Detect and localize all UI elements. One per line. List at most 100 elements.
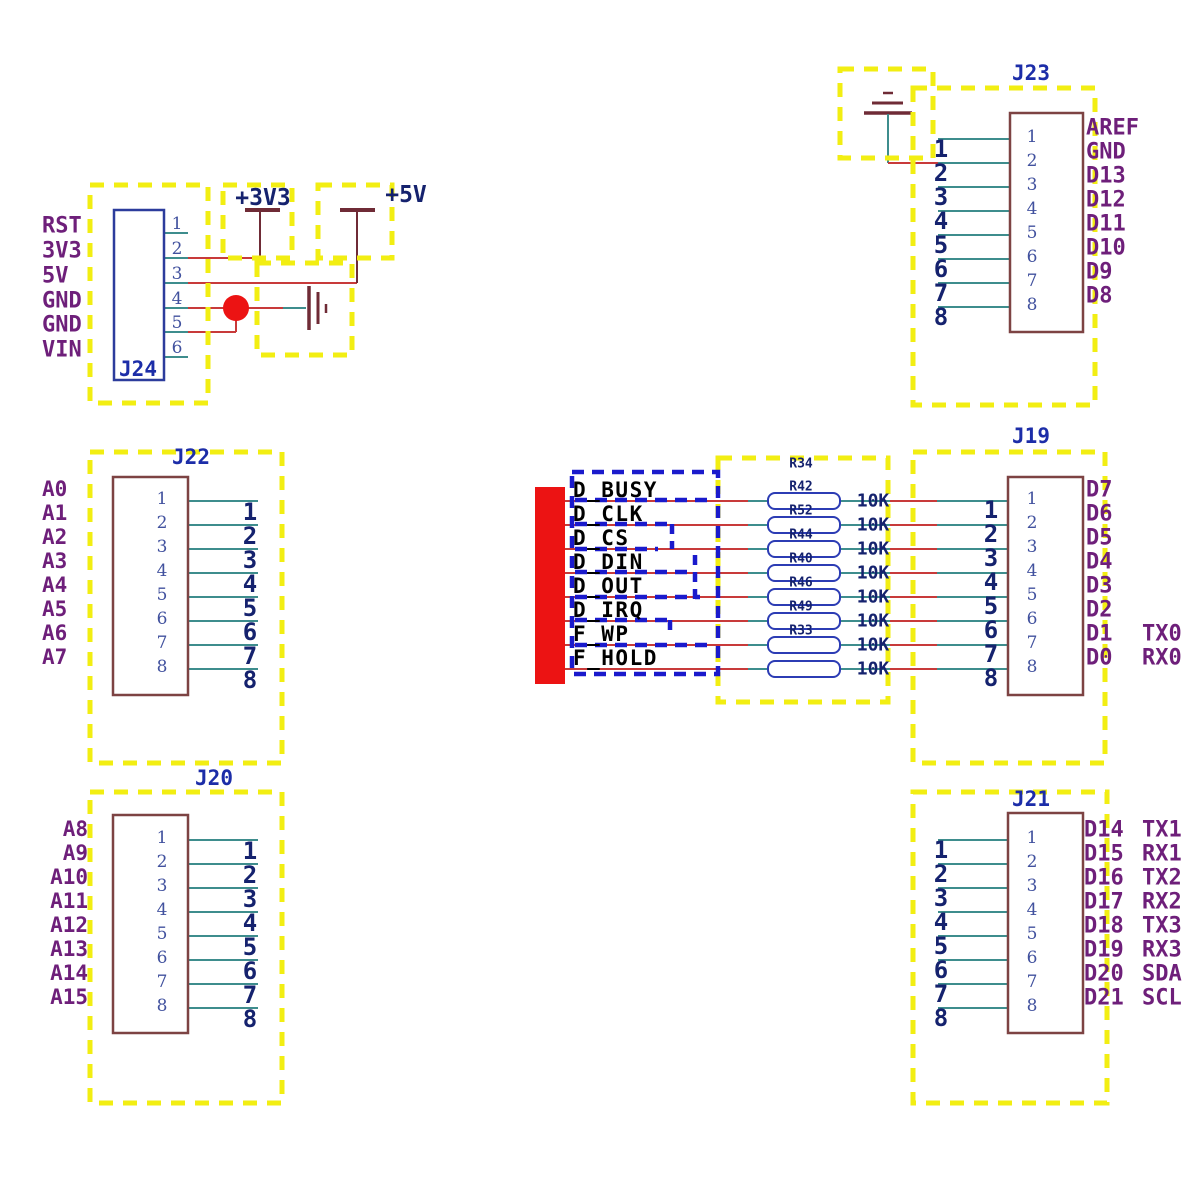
- j20-pin-number-outer-1: 1: [243, 837, 257, 865]
- signal-label-d-clk: D_CLK: [573, 502, 644, 526]
- j24-pin-number-inner-1: 1: [172, 214, 183, 234]
- junction-dot: [223, 295, 249, 321]
- j21-pin-number-inner-3: 3: [1027, 876, 1038, 896]
- j21-port-label-d18: D18: [1084, 914, 1124, 939]
- j24-pin-number-inner-2: 2: [172, 239, 183, 259]
- j24-port-label-gnd: GND: [42, 289, 82, 314]
- j22-pin-number-outer-5: 5: [243, 594, 257, 622]
- resistor-value-6: 10K: [857, 611, 890, 632]
- j23-pin-number-outer-4: 4: [934, 207, 948, 235]
- j23-pin-number-inner-2: 2: [1027, 151, 1038, 171]
- highlight-box-j20: [87, 789, 285, 1106]
- j23-port-label-gnd: GND: [1086, 140, 1126, 165]
- j22-port-label-a1: A1: [42, 501, 67, 525]
- resistor-designator-floating: R34: [789, 457, 813, 472]
- j23-pin-number-outer-2: 2: [934, 159, 948, 187]
- j24-port-label-5v: 5V: [42, 264, 69, 289]
- signal-label-f-hold: F_HOLD: [573, 646, 658, 670]
- j19-pin-number-inner-5: 5: [1027, 585, 1038, 605]
- j21-pin-number-outer-6: 6: [934, 956, 948, 984]
- j21-pin-number-outer-5: 5: [934, 932, 948, 960]
- j24-pin-number-inner-6: 6: [172, 338, 183, 358]
- j22-port-label-a4: A4: [42, 573, 67, 597]
- j20-pin-number-outer-6: 6: [243, 957, 257, 985]
- j19-port-label-d3: D3: [1086, 574, 1113, 599]
- j22-pin-number-outer-2: 2: [243, 522, 257, 550]
- highlight-box-j23: [910, 85, 1098, 408]
- j22-pin-number-outer-8: 8: [243, 666, 257, 694]
- resistor-r52: [767, 516, 841, 534]
- j19-pin-number-outer-2: 2: [984, 520, 998, 548]
- connector-j24-body: [112, 208, 166, 382]
- j23-port-label-d8: D8: [1086, 284, 1113, 309]
- j22-port-label-a0: A0: [42, 477, 67, 501]
- connector-j20-title: J20: [195, 766, 233, 790]
- j19-pin-number-outer-7: 7: [984, 640, 998, 668]
- j21-pin-number-inner-4: 4: [1027, 900, 1038, 920]
- j23-pin-number-outer-1: 1: [934, 135, 948, 163]
- j21-port-label-d16: D16: [1084, 866, 1124, 891]
- j22-port-label-a6: A6: [42, 621, 67, 645]
- j19-pin-number-inner-6: 6: [1027, 609, 1038, 629]
- j19-alt-label-rx0: RX0: [1142, 646, 1182, 671]
- signal-label-d-cs: D_CS: [573, 526, 630, 550]
- connector-j23-title: J23: [1012, 61, 1050, 85]
- j19-port-label-d0: D0: [1086, 646, 1113, 671]
- j21-alt-label-tx1: TX1: [1142, 818, 1182, 843]
- j20-port-label-a8: A8: [63, 817, 88, 841]
- j24-port-label-3v3: 3V3: [42, 239, 82, 264]
- j19-pin-number-outer-4: 4: [984, 568, 998, 596]
- resistor-designator-2: R52: [789, 504, 812, 519]
- j19-pin-number-inner-2: 2: [1027, 513, 1038, 533]
- j22-pin-number-outer-6: 6: [243, 618, 257, 646]
- j21-port-label-d21: D21: [1084, 986, 1124, 1011]
- j19-pin-number-outer-8: 8: [984, 664, 998, 692]
- j21-alt-label-scl: SCL: [1142, 986, 1182, 1011]
- j21-pin-number-outer-3: 3: [934, 884, 948, 912]
- resistor-r44: [767, 540, 841, 558]
- signal-label-f-wp: F_WP: [573, 622, 630, 646]
- j22-pin-number-inner-7: 7: [157, 633, 168, 653]
- j21-alt-label-rx3: RX3: [1142, 938, 1182, 963]
- j20-pin-number-outer-4: 4: [243, 909, 257, 937]
- j23-pin-number-inner-7: 7: [1027, 271, 1038, 291]
- j20-pin-number-outer-7: 7: [243, 981, 257, 1009]
- signal-label-d-out: D_OUT: [573, 574, 644, 598]
- resistor-designator-7: R33: [789, 624, 812, 639]
- j20-pin-number-inner-5: 5: [157, 924, 168, 944]
- j22-pin-number-inner-2: 2: [157, 513, 168, 533]
- j23-port-label-d12: D12: [1086, 188, 1126, 213]
- resistor-designator-5: R46: [789, 576, 813, 591]
- j19-alt-label-tx0: TX0: [1142, 622, 1182, 647]
- j19-port-label-d7: D7: [1086, 478, 1113, 503]
- j23-port-label-d9: D9: [1086, 260, 1113, 285]
- j22-port-label-a2: A2: [42, 525, 67, 549]
- j23-pin-number-inner-6: 6: [1027, 247, 1038, 267]
- j24-port-label-gnd: GND: [42, 313, 82, 338]
- resistor-r49: [767, 612, 841, 630]
- j22-pin-number-inner-4: 4: [157, 561, 168, 581]
- highlight-box-j19: [910, 449, 1108, 766]
- connector-j23-body: [1008, 111, 1085, 334]
- highlight-box-j21: [910, 789, 1110, 1106]
- j24-pin-number-inner-3: 3: [172, 264, 183, 284]
- j19-port-label-d1: D1: [1086, 622, 1113, 647]
- j20-pin-number-inner-1: 1: [157, 828, 168, 848]
- j23-pin-number-inner-4: 4: [1027, 199, 1038, 219]
- j21-pin-number-inner-6: 6: [1027, 948, 1038, 968]
- j23-port-label-d13: D13: [1086, 164, 1126, 189]
- resistor-value-8: 10K: [857, 659, 890, 680]
- j22-pin-number-outer-3: 3: [243, 546, 257, 574]
- j21-port-label-d15: D15: [1084, 842, 1124, 867]
- signal-group-box: [569, 469, 721, 677]
- j20-pin-number-inner-4: 4: [157, 900, 168, 920]
- highlight-box-3v3: [220, 182, 295, 261]
- j21-pin-number-outer-7: 7: [934, 980, 948, 1008]
- highlight-box-j22: [87, 449, 285, 766]
- connector-j21-body: [1006, 811, 1085, 1035]
- j22-pin-number-inner-1: 1: [157, 489, 168, 509]
- bus-bar: [535, 487, 565, 684]
- j20-port-label-a13: A13: [50, 937, 88, 961]
- j21-pin-number-inner-7: 7: [1027, 972, 1038, 992]
